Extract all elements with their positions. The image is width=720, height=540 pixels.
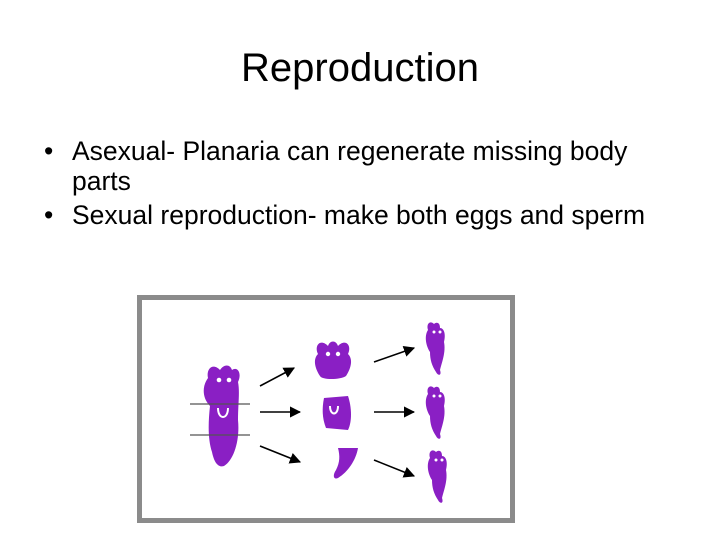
bullet-item-asexual: • Asexual- Planaria can regenerate missi…	[44, 136, 684, 196]
regenerated-worm-2	[425, 386, 445, 439]
bullet-marker: •	[44, 136, 54, 166]
bullet-list: • Asexual- Planaria can regenerate missi…	[44, 136, 684, 234]
arrow-tail-regrow	[373, 459, 416, 478]
regenerated-worm-3	[427, 450, 447, 503]
bullet-text-asexual: Asexual- Planaria can regenerate missing…	[72, 136, 628, 196]
arrow-head-piece	[259, 367, 295, 387]
arrow-tail-piece	[259, 445, 302, 464]
whole-planarian	[203, 365, 240, 467]
regeneration-diagram	[190, 322, 447, 503]
head-fragment	[314, 341, 352, 379]
tail-fragment	[333, 448, 358, 479]
middle-fragment	[322, 396, 351, 430]
bullet-item-sexual: • Sexual reproduction- make both eggs an…	[44, 200, 684, 230]
bullet-marker: •	[44, 200, 54, 230]
bullet-text-sexual: Sexual reproduction- make both eggs and …	[72, 200, 646, 230]
slide-title: Reproduction	[241, 46, 479, 90]
regenerated-worm-1	[425, 322, 445, 375]
regeneration-figure	[137, 295, 515, 523]
arrow-head-regrow	[373, 346, 416, 363]
